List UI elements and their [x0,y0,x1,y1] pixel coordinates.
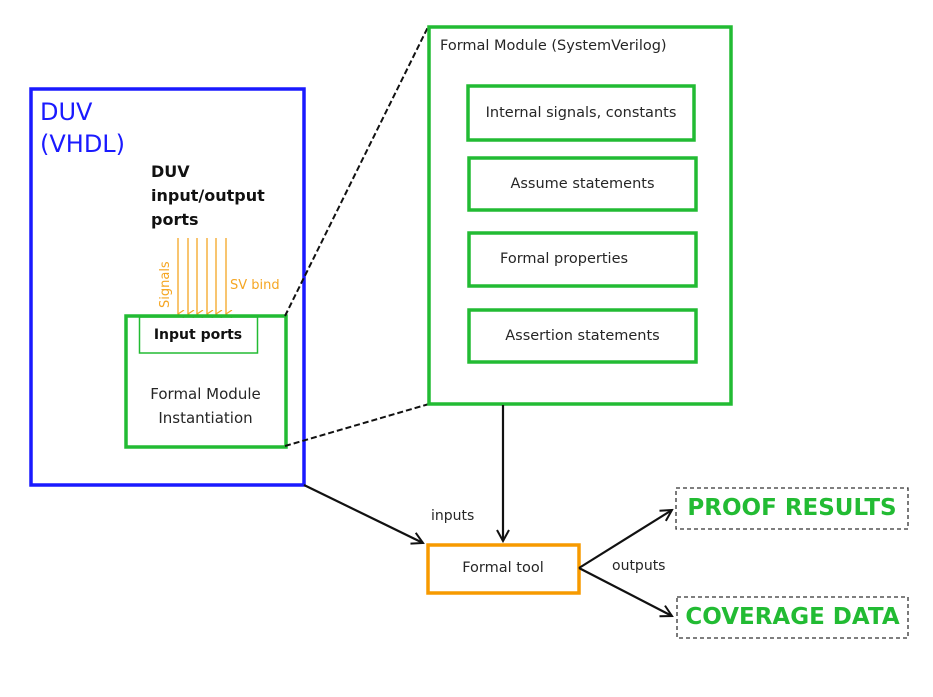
outputs-label: outputs [612,558,666,574]
instantiation-line2: Instantiation [158,409,253,427]
formal-tool-label: Formal tool [462,560,544,576]
inputs-label: inputs [431,508,475,524]
formal-module-instantiation-label: Formal Module Instantiation [125,382,286,430]
duv-ports-line3: ports [151,210,199,229]
input-ports-box [138,316,259,354]
tool-to-proof-arrow [578,510,672,569]
duv-title-line2: (VHDL) [40,130,126,158]
assume-statements-box [467,156,698,212]
formal-module-box [427,25,733,406]
duv-title-line1: DUV [40,98,93,126]
coverage-data-label: COVERAGE DATA [685,604,900,630]
zoom-connector-top [284,26,429,317]
input-ports-label: Input ports [153,327,243,343]
signal-arrows [178,238,226,314]
signals-label: Signals [158,261,173,308]
proof-results-label: PROOF RESULTS [687,495,897,521]
coverage-data-box [676,596,909,639]
formal-properties-label: Formal properties [500,251,629,267]
proof-results-box [675,487,909,530]
duv-to-tool-arrow [303,484,423,543]
duv-ports-line2: input/output [151,186,265,205]
sv-bind-label: SV bind [230,278,280,293]
internal-signals-box [466,84,696,142]
formal-module-title: Formal Module (SystemVerilog) [440,38,667,54]
assertion-statements-label: Assertion statements [505,328,660,344]
assume-statements-label: Assume statements [510,176,655,192]
formal-module-instantiation-box [124,314,288,449]
zoom-connector-bottom [284,403,430,447]
duv-title: DUV (VHDL) [40,96,125,160]
internal-signals-label: Internal signals, constants [485,105,677,121]
formal-properties-box [467,231,698,288]
duv-ports-label: DUV input/output ports [151,160,265,232]
duv-box [29,87,306,487]
tool-to-coverage-arrow [578,567,672,616]
duv-ports-line1: DUV [151,162,190,181]
instantiation-line1: Formal Module [150,385,261,403]
assertion-statements-box [467,308,698,364]
